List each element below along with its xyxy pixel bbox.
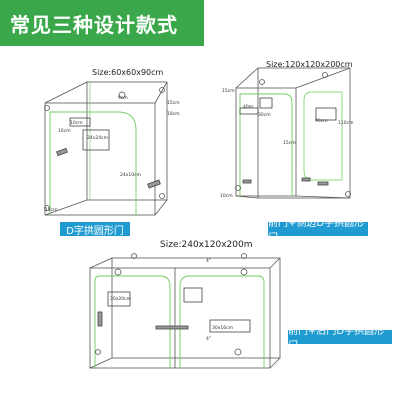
tent-1-drawing (44, 81, 168, 216)
svg-text:40m: 40m (243, 104, 253, 110)
tent-2-size: Size:120x120x200cm (266, 60, 353, 69)
svg-text:30x20cm: 30x20cm (110, 296, 131, 302)
svg-text:16cm: 16cm (58, 128, 71, 134)
svg-text:30cm: 30cm (258, 112, 271, 118)
svg-text:110cm: 110cm (338, 120, 353, 126)
svg-text:4": 4" (206, 336, 211, 342)
svg-text:15cm: 15cm (167, 100, 180, 106)
tent-3-drawing (89, 253, 281, 369)
svg-text:15cm: 15cm (283, 140, 296, 146)
tent-2-drawing (235, 67, 351, 199)
tent-2-label: 前门+侧边D字拱圆形门 (268, 218, 368, 244)
page-title: 常见三种设计款式 (0, 0, 204, 46)
svg-text:4": 4" (206, 258, 211, 264)
tent-1-label: D字拱圆形门 (60, 222, 130, 237)
svg-text:10cm: 10cm (70, 120, 83, 126)
svg-text:18cm: 18cm (167, 111, 180, 117)
svg-text:30x16cm: 30x16cm (212, 325, 233, 331)
svg-text:24x10cm: 24x10cm (120, 172, 141, 178)
svg-text:15cm: 15cm (222, 88, 235, 94)
tent-3-dims: 30x20cm 30x16cm 4" 4" (110, 258, 233, 342)
svg-text:10cm: 10cm (220, 193, 233, 199)
tent-2-dims: 15cm 40m 30cm 15cm 90cm 110cm 10cm (220, 88, 353, 199)
svg-text:15cm: 15cm (45, 207, 58, 213)
svg-text:24x24cm: 24x24cm (87, 135, 108, 141)
svg-text:90cm: 90cm (315, 118, 328, 124)
tent-3-label: 前门+后门D字拱圆形门 (288, 326, 392, 352)
tent-3-size: Size:240x120x200m (160, 240, 253, 250)
tent-1-dims: 16cm 9cm 10cm 15cm 18cm 24x24cm 24x10cm … (45, 95, 180, 213)
tent-1-size: Size:60x60x90cm (92, 68, 164, 77)
svg-text:9cm: 9cm (118, 95, 128, 101)
